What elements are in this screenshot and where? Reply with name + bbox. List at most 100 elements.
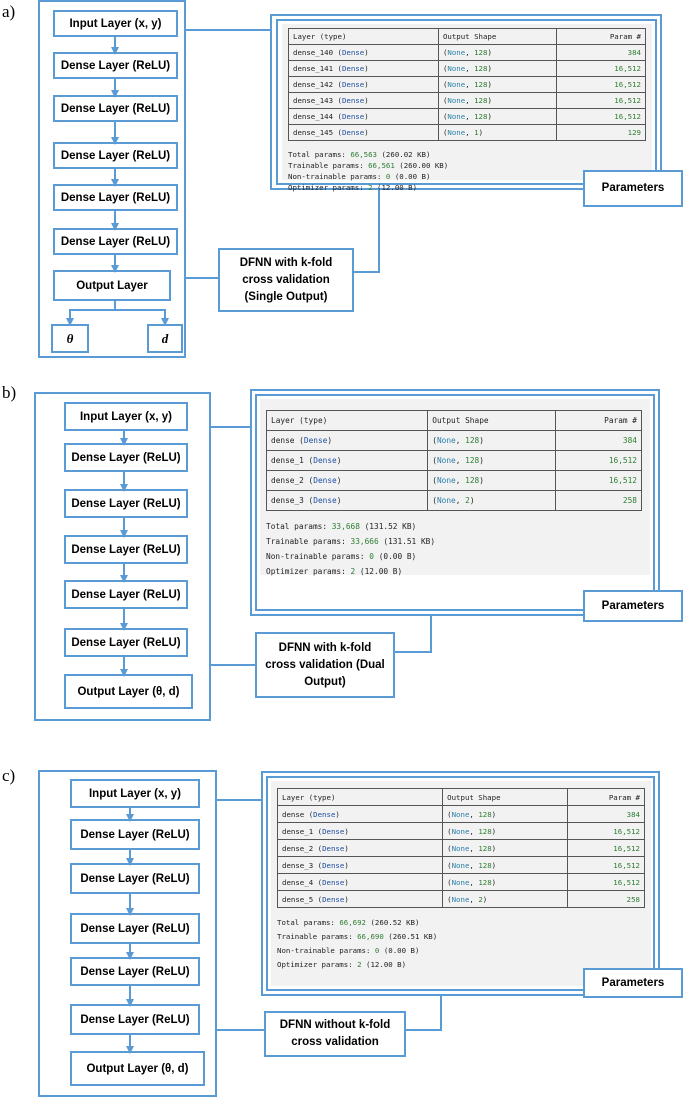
param-count: 16,512	[566, 822, 646, 840]
table-row: dense_145 (Dense)(None, 1)129	[288, 124, 647, 141]
dense-layer-c-2: Dense Layer (ReLU)	[70, 863, 200, 894]
none-token: None	[436, 456, 456, 465]
summary-line: Total params: 33,668 (131.52 KB)	[266, 519, 642, 534]
summary-line: Non-trainable params: 0 (0.00 B)	[288, 171, 646, 182]
dense-layer-c-1: Dense Layer (ReLU)	[70, 819, 200, 850]
layer-name: dense_143	[293, 96, 334, 105]
shape-value: 128	[474, 64, 488, 73]
dense-layer-b-3: Dense Layer (ReLU)	[64, 535, 188, 564]
note-line: DFNN with k-fold	[278, 641, 372, 654]
summary-size: (12.00 B)	[359, 567, 403, 576]
shape-cell: (None, 128)	[437, 44, 557, 61]
shape-cell: (None, 1)	[437, 124, 557, 141]
table-row: dense (Dense)(None, 128)384	[276, 805, 646, 823]
layer-type: Dense	[341, 48, 365, 57]
none-token: None	[451, 877, 470, 887]
shape-cell: (None, 128)	[437, 92, 557, 109]
summary-column-header: Param #	[555, 28, 647, 45]
layer-name: dense	[282, 809, 305, 819]
shape-cell: (None, 128)	[442, 822, 568, 840]
layer-cell: dense_1 (Dense)	[265, 450, 429, 471]
summary-column-header: Output Shape	[437, 28, 557, 45]
param-count: 16,512	[566, 873, 646, 891]
shape-cell: (None, 128)	[442, 805, 568, 823]
shape-cell: (None, 128)	[427, 470, 556, 491]
param-count: 16,512	[555, 108, 647, 125]
none-token: None	[447, 80, 466, 89]
param-count: 16,512	[555, 76, 647, 93]
summary-frame-outer-c	[261, 771, 660, 996]
parameters-label-c: Parameters	[583, 968, 683, 998]
summary-line: Trainable params: 33,666 (131.51 KB)	[266, 534, 642, 549]
summary-frame-outer-a	[270, 14, 662, 190]
table-row: dense_5 (Dense)(None, 2)258	[276, 890, 646, 908]
summary-line: Non-trainable params: 0 (0.00 B)	[266, 549, 642, 564]
shape-value: 128	[478, 860, 492, 870]
shape-cell: (None, 128)	[437, 60, 557, 77]
layer-cell: dense_5 (Dense)	[276, 890, 444, 908]
dense-layer-a-4: Dense Layer (ReLU)	[53, 184, 178, 211]
layer-type: Dense	[341, 96, 365, 105]
layer-type: Dense	[313, 496, 337, 505]
table-row: dense_3 (Dense)(None, 2)258	[265, 490, 643, 511]
summary-frame-outer-b	[250, 389, 660, 616]
table-row: dense_143 (Dense)(None, 128)16,512	[288, 92, 647, 109]
param-count: 16,512	[555, 92, 647, 109]
summary-line: Non-trainable params: 0 (0.00 B)	[277, 944, 645, 958]
summary-line: Total params: 66,692 (260.52 KB)	[277, 916, 645, 930]
network-outline-c	[38, 770, 217, 1097]
summary-size: (0.00 B)	[394, 172, 431, 181]
summary-label: Trainable params:	[288, 161, 364, 170]
dense-layer-b-2: Dense Layer (ReLU)	[64, 489, 188, 518]
summary-column-header: Output Shape	[427, 410, 556, 431]
summary-value: 66,692	[339, 918, 367, 927]
summary-label: Non-trainable params:	[266, 552, 365, 561]
layer-name: dense_3	[271, 496, 304, 505]
panel-label-a: a)	[2, 2, 16, 21]
layer-type: Dense	[322, 860, 345, 870]
summary-label: Trainable params:	[277, 932, 353, 941]
shape-value: 2	[478, 894, 483, 904]
panel-label-b: b)	[2, 383, 17, 402]
shape-value: 128	[465, 476, 480, 485]
shape-cell: (None, 128)	[427, 430, 556, 451]
panel-label-c: c)	[2, 766, 16, 785]
layer-cell: dense_144 (Dense)	[288, 108, 439, 125]
none-token: None	[447, 128, 466, 137]
layer-name: dense_141	[293, 64, 334, 73]
summary-value: 66,563	[350, 150, 378, 159]
layer-name: dense_140	[293, 48, 334, 57]
layer-name: dense_2	[271, 476, 304, 485]
summary-value: 33,666	[350, 537, 379, 546]
param-count: 16,512	[566, 856, 646, 874]
shape-cell: (None, 128)	[442, 856, 568, 874]
summary-frame-inner-a	[276, 19, 657, 185]
table-row: dense_2 (Dense)(None, 128)16,512	[276, 839, 646, 857]
layer-type: Dense	[322, 894, 345, 904]
summary-label: Optimizer params:	[266, 567, 346, 576]
shape-cell: (None, 2)	[442, 890, 568, 908]
table-row: dense_142 (Dense)(None, 128)16,512	[288, 76, 647, 93]
dense-layer-a-3: Dense Layer (ReLU)	[53, 142, 178, 169]
dense-layer-c-3: Dense Layer (ReLU)	[70, 913, 200, 944]
layer-name: dense_144	[293, 112, 334, 121]
note-line: DFNN without k-fold	[279, 1019, 391, 1031]
summary-size: (12.00 B)	[377, 183, 418, 192]
layer-cell: dense_3 (Dense)	[265, 490, 429, 511]
shape-cell: (None, 2)	[427, 490, 556, 511]
summary-label: Non-trainable params:	[288, 172, 382, 181]
shape-value: 128	[474, 112, 488, 121]
layer-cell: dense_3 (Dense)	[276, 856, 444, 874]
dense-layer-c-4: Dense Layer (ReLU)	[70, 957, 200, 986]
dense-layer-a-2: Dense Layer (ReLU)	[53, 95, 178, 122]
layer-cell: dense_141 (Dense)	[288, 60, 439, 77]
param-count: 384	[554, 430, 643, 451]
shape-cell: (None, 128)	[427, 450, 556, 471]
shape-value: 1	[474, 128, 479, 137]
shape-value: 128	[478, 843, 492, 853]
connector	[395, 616, 432, 653]
